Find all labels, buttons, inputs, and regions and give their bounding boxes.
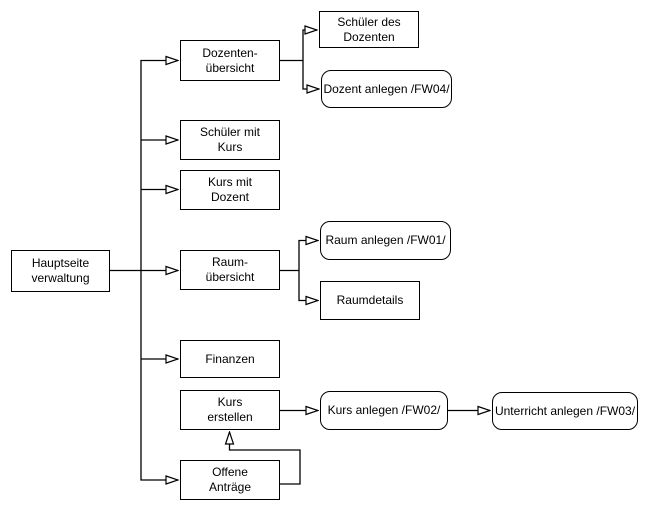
edge-dozenten-schueler-des-dozenten [302,30,317,61]
edge-offene-antraege-kurs-erstellen [230,432,301,485]
node-raum-anlegen-fw01: Raum anlegen /FW01/ [320,221,451,260]
node-schueler-mit-kurs: Schüler mit Kurs [180,120,280,160]
node-kurs-anlegen-fw02: Kurs anlegen /FW02/ [320,391,448,430]
node-kurs-mit-dozent: Kurs mit Dozent [180,170,280,210]
edge-hauptseite-offene-antraege [140,270,178,481]
node-dozenten-uebersicht: Dozenten- übersicht [180,40,280,81]
node-finanzen: Finanzen [180,340,280,378]
node-raum-uebersicht: Raum- übersicht [180,250,280,290]
node-kurs-erstellen: Kurs erstellen [180,390,280,430]
edge-raum-raumdetails [298,270,318,301]
edge-hauptseite-dozenten-uebersicht [140,61,178,271]
node-unterricht-anlegen-fw03: Unterricht anlegen /FW03/ [492,392,638,430]
node-hauptseite-verwaltung: Hauptseite verwaltung [11,250,110,292]
node-offene-antraege: Offene Anträge [180,460,280,500]
node-dozent-anlegen-fw04: Dozent anlegen /FW04/ [321,70,452,108]
node-raumdetails: Raumdetails [320,281,420,320]
edge-raum-raum-anlegen [298,241,318,271]
node-schueler-des-dozenten: Schüler des Dozenten [319,11,419,48]
edge-dozenten-dozent-anlegen [302,60,319,90]
